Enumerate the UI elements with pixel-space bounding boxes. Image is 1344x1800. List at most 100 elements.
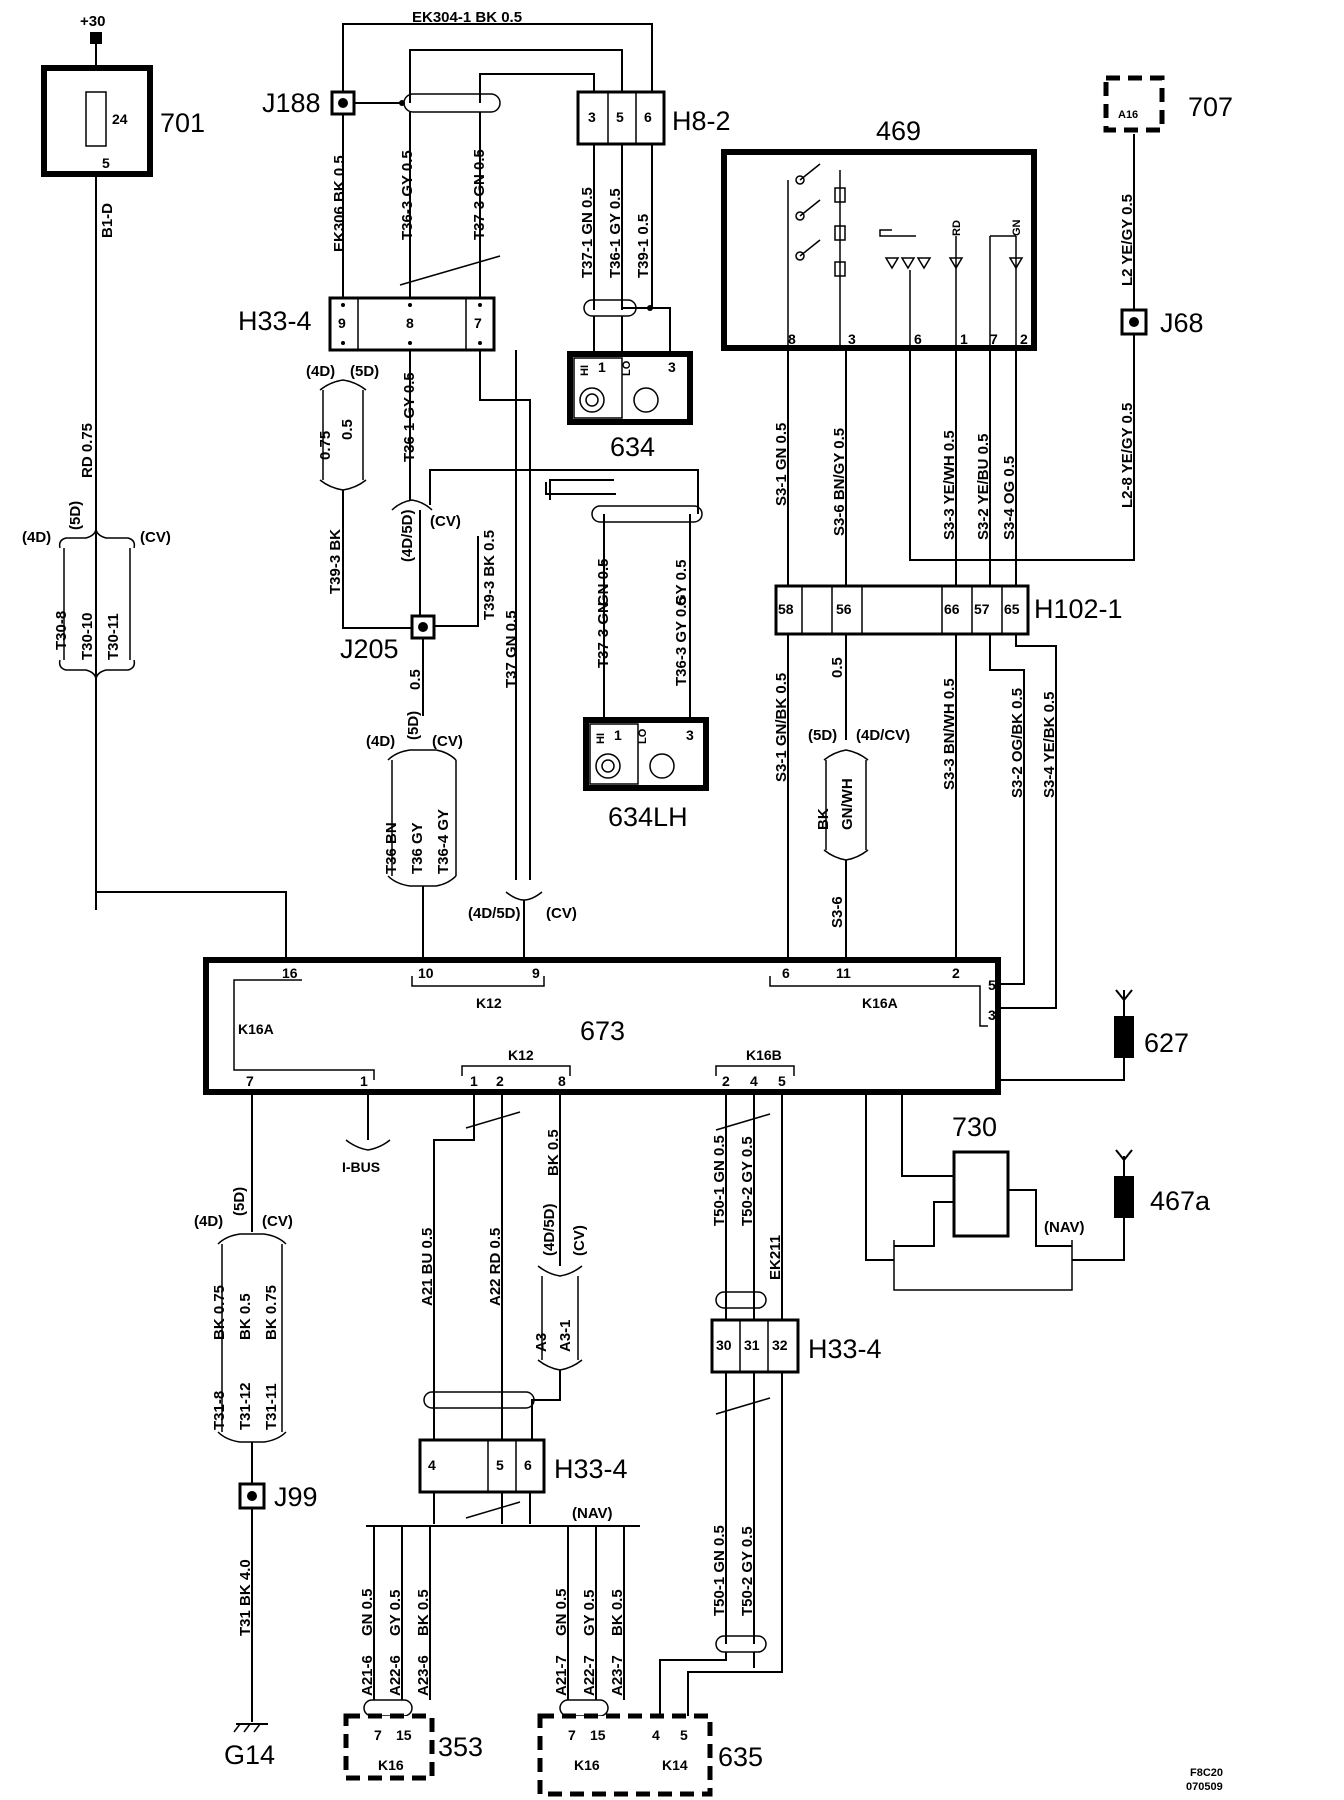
- svg-text:16: 16: [282, 965, 298, 981]
- component-673: 673 16 10 9 K12 6 11 2 5 3 K16A K16A 7 1…: [203, 957, 1001, 1095]
- svg-text:5: 5: [102, 155, 110, 171]
- svg-text:K16: K16: [378, 1757, 404, 1773]
- svg-text:RD 0.75: RD 0.75: [79, 423, 96, 478]
- svg-text:7: 7: [568, 1727, 576, 1743]
- svg-text:A3: A3: [533, 1333, 550, 1352]
- svg-text:T50-1 GN 0.5: T50-1 GN 0.5: [711, 1135, 728, 1226]
- svg-text:I-BUS: I-BUS: [342, 1159, 380, 1175]
- svg-text:K16B: K16B: [746, 1047, 782, 1063]
- svg-text:4: 4: [750, 1073, 758, 1089]
- svg-text:24: 24: [112, 111, 128, 127]
- svg-text:A3-1: A3-1: [557, 1319, 574, 1352]
- svg-text:J188: J188: [262, 88, 321, 118]
- svg-text:2: 2: [952, 965, 960, 981]
- svg-text:2: 2: [496, 1073, 504, 1089]
- svg-text:32: 32: [772, 1337, 788, 1353]
- svg-text:BK 0.5: BK 0.5: [415, 1589, 432, 1636]
- svg-text:H33-4: H33-4: [554, 1454, 628, 1484]
- svg-text:6: 6: [914, 331, 922, 347]
- svg-text:31: 31: [744, 1337, 760, 1353]
- svg-text:9: 9: [532, 965, 540, 981]
- svg-text:GN 0.5: GN 0.5: [595, 558, 612, 606]
- svg-text:T36-3 GY 0.5: T36-3 GY 0.5: [673, 596, 690, 686]
- component-730: 730: [952, 1112, 1010, 1238]
- svg-text:673: 673: [580, 1016, 625, 1046]
- svg-text:T36 BN: T36 BN: [383, 822, 400, 874]
- svg-text:(5D): (5D): [231, 1187, 248, 1216]
- speaker-634lh-label: 634LH: [608, 802, 688, 832]
- connector-h102-1: 58 56 66 57 65 H102-1: [774, 584, 1123, 636]
- svg-text:S3-6 BN/GY 0.5: S3-6 BN/GY 0.5: [831, 428, 848, 536]
- svg-text:730: 730: [952, 1112, 997, 1142]
- svg-text:467a: 467a: [1150, 1186, 1211, 1216]
- component-707: A16 707: [1103, 75, 1233, 133]
- svg-text:T50-2 GY 0.5: T50-2 GY 0.5: [739, 1526, 756, 1616]
- connector-j205: J205: [340, 614, 436, 664]
- svg-text:EK304-1 BK 0.5: EK304-1 BK 0.5: [412, 9, 522, 26]
- svg-text:LO: LO: [621, 360, 633, 376]
- svg-text:7: 7: [246, 1073, 254, 1089]
- svg-text:T36-1 GY 0.5: T36-1 GY 0.5: [401, 372, 418, 462]
- svg-text:8: 8: [406, 315, 414, 331]
- svg-text:2: 2: [1020, 331, 1028, 347]
- svg-text:K12: K12: [476, 995, 502, 1011]
- svg-text:A23-6: A23-6: [415, 1655, 432, 1696]
- component-635: 7 15 K16 4 5 K14 635: [537, 1713, 763, 1797]
- connector-h8-2: 3 5 6 H8-2: [576, 90, 731, 146]
- svg-text:A23-7: A23-7: [609, 1655, 626, 1696]
- svg-text:(5D): (5D): [405, 711, 422, 740]
- svg-text:15: 15: [396, 1727, 412, 1743]
- svg-text:H33-4: H33-4: [808, 1334, 882, 1364]
- svg-text:(4D/5D): (4D/5D): [468, 905, 521, 922]
- component-353: 7 15 K16 353: [343, 1713, 483, 1781]
- speaker-634lh: HI 1 LO 3 634LH: [583, 717, 709, 832]
- ground-g14: G14: [224, 1723, 275, 1770]
- svg-text:T39-3 BK 0.5: T39-3 BK 0.5: [481, 530, 498, 620]
- svg-text:635: 635: [718, 1742, 763, 1772]
- svg-text:65: 65: [1004, 601, 1020, 617]
- svg-text:T31-11: T31-11: [263, 1383, 280, 1430]
- connector-h33-4-bottom-right: 30 31 32 H33-4: [710, 1318, 882, 1374]
- svg-text:11: 11: [836, 965, 851, 981]
- svg-text:EK306 BK 0.5: EK306 BK 0.5: [331, 155, 348, 252]
- svg-text:4: 4: [428, 1457, 436, 1473]
- svg-text:RD: RD: [951, 220, 963, 236]
- component-701: +30 24 5 701: [41, 13, 205, 177]
- svg-text:BK 0.5: BK 0.5: [237, 1293, 254, 1340]
- svg-text:0.75: 0.75: [317, 431, 334, 460]
- svg-text:3: 3: [848, 331, 856, 347]
- svg-text:(CV): (CV): [546, 905, 577, 922]
- svg-text:LO: LO: [637, 728, 649, 744]
- svg-text:GN/WH: GN/WH: [839, 778, 856, 830]
- svg-text:(4D): (4D): [194, 1213, 223, 1230]
- svg-text:S3-4 YE/BK 0.5: S3-4 YE/BK 0.5: [1041, 692, 1058, 798]
- svg-text:K12: K12: [508, 1047, 534, 1063]
- svg-text:G14: G14: [224, 1740, 275, 1770]
- svg-text:GN 0.5: GN 0.5: [553, 1588, 570, 1636]
- svg-text:S3-3 YE/WH 0.5: S3-3 YE/WH 0.5: [941, 430, 958, 540]
- svg-text:(CV): (CV): [432, 733, 463, 750]
- svg-text:(NAV): (NAV): [572, 1505, 613, 1522]
- svg-text:H33-4: H33-4: [238, 306, 312, 336]
- svg-text:0.5: 0.5: [407, 669, 424, 690]
- svg-text:K16A: K16A: [862, 995, 898, 1011]
- svg-text:GY 0.5: GY 0.5: [387, 1590, 404, 1636]
- svg-text:BK 0.75: BK 0.75: [263, 1285, 280, 1340]
- figure-code: F8C20: [1190, 1767, 1223, 1779]
- svg-text:S3-2 YE/BU 0.5: S3-2 YE/BU 0.5: [975, 434, 992, 540]
- svg-text:S3-6: S3-6: [829, 896, 846, 928]
- svg-text:4: 4: [652, 1727, 660, 1743]
- svg-text:BK: BK: [815, 808, 832, 830]
- antenna-467a: 467a: [1072, 1149, 1211, 1261]
- svg-text:30: 30: [716, 1337, 732, 1353]
- svg-text:7: 7: [474, 315, 482, 331]
- svg-text:1: 1: [960, 331, 968, 347]
- svg-text:1: 1: [598, 359, 606, 375]
- svg-text:GY 0.5: GY 0.5: [581, 1590, 598, 1636]
- svg-text:T36-1 GY 0.5: T36-1 GY 0.5: [607, 188, 624, 278]
- svg-text:(4D): (4D): [22, 529, 51, 546]
- svg-text:(CV): (CV): [571, 1225, 588, 1256]
- svg-text:T30-8: T30-8: [53, 611, 70, 650]
